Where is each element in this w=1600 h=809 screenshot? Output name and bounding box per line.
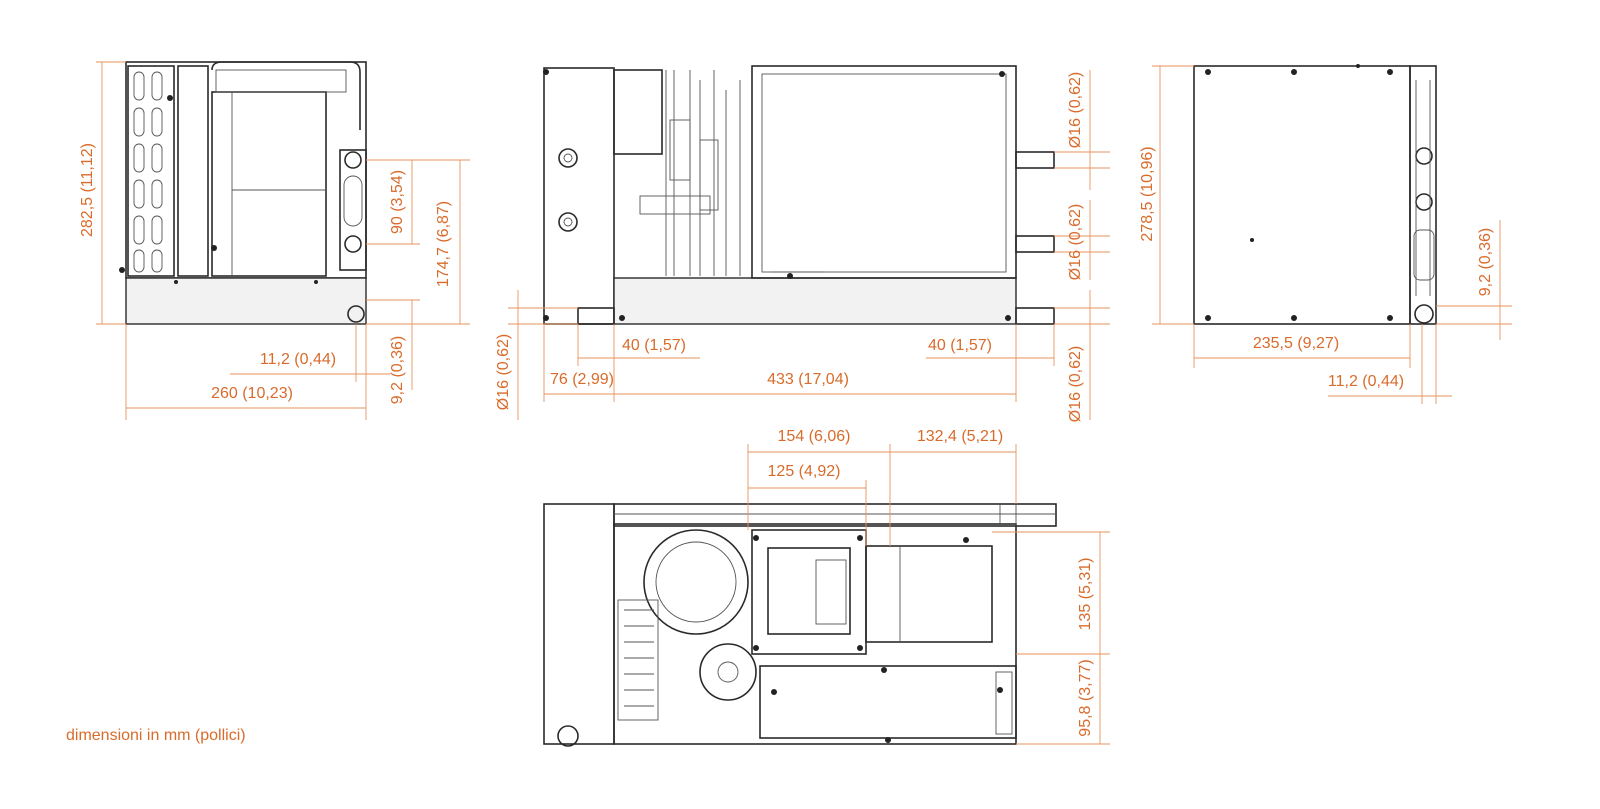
center-view — [543, 65, 1055, 325]
center-pipe-left-label: Ø16 (0,62) — [495, 334, 512, 410]
center-length-label: 433 (17,04) — [767, 371, 849, 388]
units-note: dimensioni in mm (pollici) — [66, 727, 246, 744]
right-view-dims: 278,5 (10,96) 9,2 (0,36) 235,5 (9,27) 11… — [1139, 65, 1512, 404]
center-margin-right-label: 40 (1,57) — [928, 337, 992, 354]
center-box-width-label: 76 (2,99) — [550, 371, 614, 388]
center-pipe-top-label: Ø16 (0,62) — [1067, 72, 1084, 148]
left-pipe-spacing-label: 90 (3,54) — [389, 170, 406, 234]
bottom-154-label: 154 (6,06) — [778, 428, 851, 445]
right-offset-label: 11,2 (0,44) — [1328, 373, 1404, 390]
bottom-view-dims: 154 (6,06) 132,4 (5,21) 125 (4,92) 135 (… — [747, 428, 1110, 745]
center-margin-left-label: 40 (1,57) — [622, 337, 686, 354]
bottom-view — [543, 503, 1057, 747]
center-pipe-right-label: Ø16 (0,62) — [1067, 346, 1084, 422]
left-view — [119, 61, 367, 325]
left-height-label: 282,5 (11,12) — [79, 143, 96, 237]
bottom-125-label: 125 (4,92) — [768, 463, 841, 480]
left-offset-label: 11,2 (0,44) — [260, 351, 336, 368]
bottom-132-label: 132,4 (5,21) — [917, 428, 1003, 445]
right-width-label: 235,5 (9,27) — [1253, 335, 1339, 352]
right-view — [1193, 64, 1437, 325]
bottom-95-label: 95,8 (3,77) — [1077, 659, 1094, 736]
left-bottom-label: 9,2 (0,36) — [389, 336, 406, 404]
center-view-dims: Ø16 (0,62) Ø16 (0,62) Ø16 (0,62) Ø16 (0,… — [495, 70, 1110, 422]
left-view-dims: 282,5 (11,12) 90 (3,54) 174,7 (6,87) 9,2… — [79, 61, 470, 420]
right-height-label: 278,5 (10,96) — [1139, 146, 1156, 241]
center-pipe-mid-label: Ø16 (0,62) — [1067, 204, 1084, 280]
bottom-135-label: 135 (5,31) — [1077, 558, 1094, 631]
left-pipe-height-label: 174,7 (6,87) — [435, 201, 452, 287]
left-width-label: 260 (10,23) — [211, 385, 293, 402]
right-bottom-label: 9,2 (0,36) — [1477, 228, 1494, 296]
